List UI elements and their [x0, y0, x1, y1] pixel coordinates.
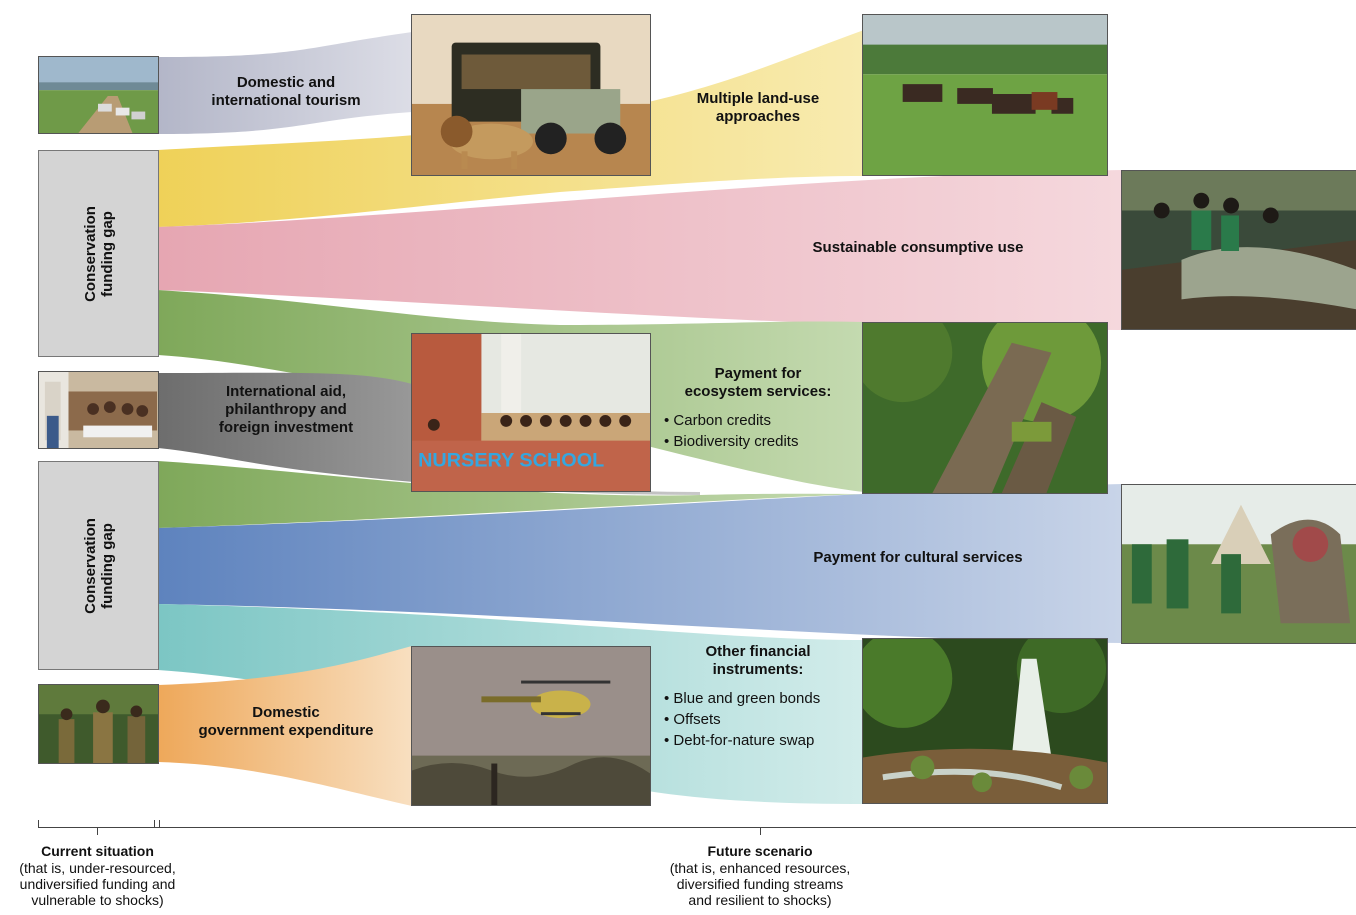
financial-item: Offsets — [664, 709, 860, 730]
flow-aid — [158, 372, 700, 495]
safari-lion-photo — [411, 14, 651, 176]
financial-instruments-title: Other financial instruments: — [705, 643, 811, 678]
cultural-dance-photo — [1121, 484, 1356, 644]
financial-instruments-list: Blue and green bonds Offsets Debt-for-na… — [664, 688, 860, 751]
rangers-photo — [38, 684, 159, 764]
ecosystem-services-title: Payment for ecosystem services: — [684, 365, 832, 400]
land-use-label: Multiple land-use approaches — [696, 90, 820, 125]
current-situation-description: (that is, under-resourced, undiversified… — [19, 860, 176, 908]
ecosystem-item: Carbon credits — [664, 410, 860, 431]
flow-government — [158, 646, 412, 806]
aid-label: International aid, philanthropy and fore… — [218, 383, 354, 436]
financial-item: Blue and green bonds — [664, 688, 860, 709]
future-scenario-title: Future scenario — [707, 843, 813, 859]
flow-cultural — [158, 484, 1122, 643]
funding-gap-box-top: Conservation funding gap — [38, 150, 159, 357]
flow-consumptive — [158, 170, 1122, 330]
safari-vehicles-photo — [38, 56, 159, 134]
flow-tourism — [158, 32, 412, 134]
funding-gap-label: Conservation funding gap — [81, 205, 116, 302]
axis-tick — [760, 827, 761, 835]
axis-tick — [97, 827, 98, 835]
children-classroom-photo — [38, 371, 159, 449]
fishing-photo — [1121, 170, 1356, 330]
axis-tick — [154, 820, 155, 828]
funding-gap-label: Conservation funding gap — [81, 517, 116, 614]
ecosystem-item: Biodiversity credits — [664, 431, 860, 452]
funding-gap-box-bottom: Conservation funding gap — [38, 461, 159, 670]
helicopter-photo — [411, 646, 651, 806]
timeline-axis — [38, 827, 1356, 828]
tree-photo — [862, 322, 1108, 494]
consumptive-label: Sustainable consumptive use — [812, 239, 1024, 256]
waterfall-photo — [862, 638, 1108, 804]
cattle-photo — [862, 14, 1108, 176]
current-situation-title: Current situation — [41, 843, 154, 859]
flow-ecosystem-bottom — [158, 461, 864, 528]
future-scenario-description: (that is, enhanced resources, diversifie… — [669, 860, 851, 908]
cultural-services-label: Payment for cultural services — [813, 549, 1023, 566]
tourism-label: Domestic and international tourism — [211, 74, 361, 109]
axis-tick — [159, 820, 160, 828]
nursery-school-sign: NURSERY SCHOOL — [418, 449, 604, 471]
nursery-school-photo: NURSERY SCHOOL — [411, 333, 651, 492]
ecosystem-services-list: Carbon credits Biodiversity credits — [664, 410, 860, 452]
government-label: Domestic government expenditure — [198, 704, 374, 739]
axis-tick — [38, 820, 39, 828]
financial-item: Debt-for-nature swap — [664, 730, 860, 751]
